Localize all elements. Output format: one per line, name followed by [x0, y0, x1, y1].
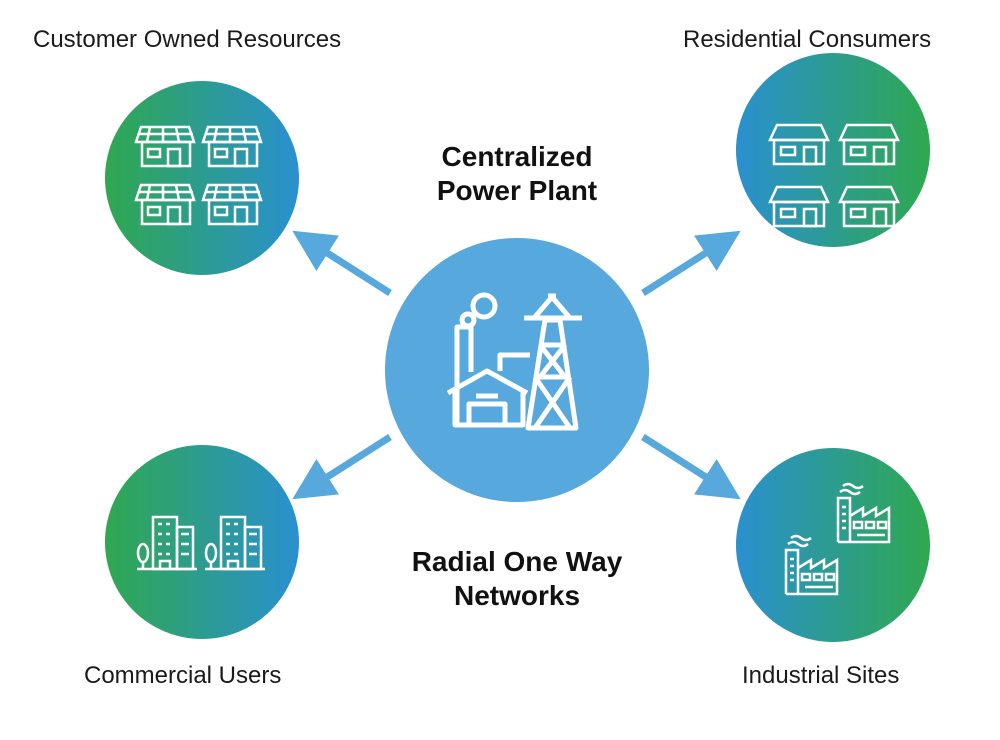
office-buildings-icon — [136, 515, 267, 572]
solar-houses-icon — [134, 125, 263, 226]
arrows — [292, 230, 741, 500]
network-title: Radial One Way Networks — [387, 545, 647, 613]
center-circle — [385, 238, 649, 502]
label-customer-owned: Customer Owned Resources — [33, 26, 342, 53]
houses-icon — [768, 123, 900, 228]
factories-icon — [784, 482, 891, 596]
arrow-to-industrial — [641, 434, 741, 500]
label-commercial: Commercial Users — [84, 662, 282, 689]
arrow-to-residential — [641, 230, 741, 296]
node-circle-industrial — [736, 448, 930, 642]
arrow-to-commercial — [292, 434, 392, 500]
node-circle-customer-owned — [105, 81, 299, 275]
node-circle-commercial — [105, 445, 299, 639]
label-residential: Residential Consumers — [683, 26, 932, 53]
arrow-to-customer-owned — [292, 230, 392, 296]
node-circle-residential — [736, 53, 930, 247]
network-title-line1: Radial One Way — [411, 546, 623, 577]
center-title-line1: Centralized — [441, 141, 593, 172]
center-title: Centralized Power Plant — [387, 140, 647, 208]
power-plant-icon — [446, 292, 582, 431]
label-industrial: Industrial Sites — [742, 662, 900, 689]
center-title-line2: Power Plant — [436, 175, 598, 206]
network-title-line2: Networks — [453, 580, 581, 611]
